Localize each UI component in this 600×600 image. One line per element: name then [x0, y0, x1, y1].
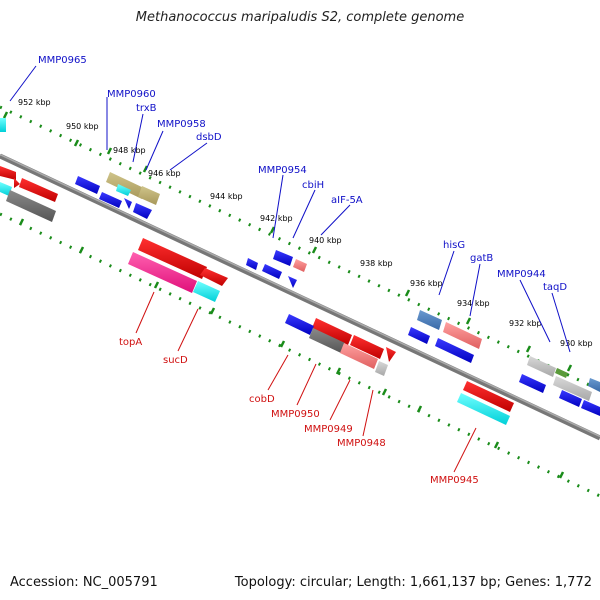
kbp-label: 932 kbp [509, 319, 542, 328]
genome-backbone [0, 153, 600, 441]
gene-arrow [559, 390, 582, 407]
gene-arrow [293, 259, 307, 272]
gene-arrow [138, 238, 207, 279]
gene-label: gatB [470, 253, 493, 264]
gene-label: dsbD [196, 132, 222, 143]
gene-arrow [116, 184, 131, 196]
forward-ruler [0, 105, 600, 392]
gene-arrow [19, 178, 58, 202]
gene-arrow [106, 172, 146, 199]
gene-arrow [75, 176, 100, 194]
map-title: Methanococcus maripaludis S2, complete g… [135, 10, 465, 25]
gene-arrow [6, 190, 56, 222]
forward-genes [0, 118, 600, 416]
gene-label: hisG [443, 240, 465, 251]
gene-arrow [527, 356, 556, 377]
kbp-label: 936 kbp [410, 279, 443, 288]
gene-arrow [340, 343, 378, 369]
gene-arrow [0, 166, 16, 180]
gene-label: MMP0958 [157, 119, 206, 130]
kbp-label: 938 kbp [360, 259, 393, 268]
reverse-gene-labels: topA sucD cobD MMP0950 MMP0949 MMP0948 M… [119, 337, 479, 486]
gene-arrow [273, 250, 293, 266]
gene-label: taqD [543, 282, 567, 293]
gene-label: MMP0954 [258, 165, 307, 176]
kbp-label: 948 kbp [113, 146, 146, 155]
gene-arrow [553, 376, 592, 401]
gene-label: MMP0960 [107, 89, 156, 100]
gene-arrow [588, 378, 600, 392]
gene-label: MMP0945 [430, 475, 479, 486]
gene-arrow [435, 338, 474, 363]
gene-arrow [0, 182, 12, 196]
gene-arrow [312, 318, 352, 345]
gene-arrow [457, 393, 510, 425]
forward-leader-lines [9, 65, 571, 353]
gene-arrow [463, 381, 514, 412]
gene-label: MMP0949 [304, 424, 353, 435]
gene-arrow [288, 276, 297, 288]
accession-text: Accession: NC_005791 [10, 575, 158, 590]
gene-label: MMP0948 [337, 438, 386, 449]
gene-arrow [309, 328, 345, 353]
gene-arrow [14, 178, 20, 188]
gene-label: cbiH [302, 180, 324, 191]
gene-arrow [262, 264, 282, 279]
gene-label: MMP0950 [271, 409, 320, 420]
gene-label: cobD [249, 394, 275, 405]
reverse-ruler [0, 212, 600, 498]
gene-label: MMP0944 [497, 269, 546, 280]
gene-arrow [138, 186, 160, 205]
kbp-label: 946 kbp [148, 169, 181, 178]
kbp-label: 950 kbp [66, 122, 99, 131]
gene-arrow [0, 118, 6, 132]
reverse-major-ticks [18, 218, 565, 479]
kbp-label: 940 kbp [309, 236, 342, 245]
forward-major-ticks [2, 111, 573, 372]
kbp-label: 930 kbp [560, 339, 593, 348]
forward-gene-labels: MMP0965 MMP0960 trxB MMP0958 dsbD MMP095… [38, 55, 567, 293]
kbp-label: 934 kbp [457, 299, 490, 308]
gene-arrow [246, 258, 258, 270]
gene-arrow [124, 198, 132, 209]
gene-arrow [375, 361, 388, 376]
gene-label: trxB [136, 103, 157, 114]
gene-arrow [193, 281, 220, 302]
gene-arrow [581, 400, 600, 416]
kbp-label: 944 kbp [210, 192, 243, 201]
gene-arrow [285, 314, 314, 335]
gene-arrow [408, 327, 430, 344]
kbp-label: 952 kbp [18, 98, 51, 107]
topology-text: Topology: circular; Length: 1,661,137 bp… [234, 575, 592, 590]
gene-arrow [519, 374, 546, 393]
gene-label: MMP0965 [38, 55, 87, 66]
gene-arrow [386, 347, 396, 362]
gene-arrow [99, 192, 122, 208]
reverse-genes [0, 182, 514, 425]
gene-arrow [133, 203, 152, 219]
gene-arrow [128, 252, 197, 293]
gene-arrow [417, 310, 442, 330]
gene-arrow [200, 268, 228, 286]
gene-label: aIF-5A [331, 195, 363, 206]
gene-label: sucD [163, 355, 188, 366]
kbp-labels: 952 kbp 950 kbp 948 kbp 946 kbp 944 kbp … [18, 98, 593, 348]
gene-arrow [443, 322, 482, 349]
gene-label: topA [119, 337, 142, 348]
reverse-leader-lines [135, 291, 477, 473]
gene-arrow [555, 368, 568, 378]
gene-arrow [350, 335, 384, 359]
